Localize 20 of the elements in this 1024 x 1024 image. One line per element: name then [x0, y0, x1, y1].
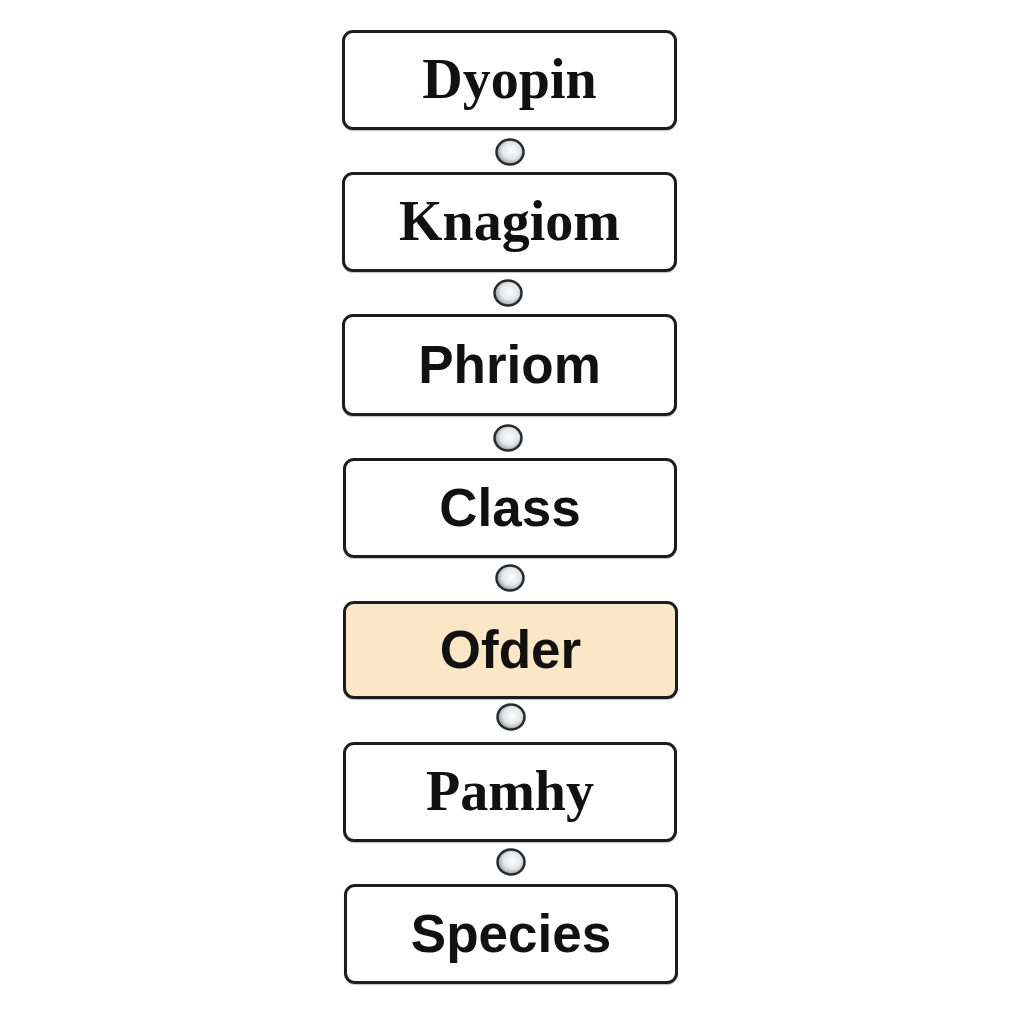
bead-icon [496, 848, 526, 876]
rank-box [342, 172, 677, 272]
rank-label: Species [410, 904, 612, 964]
bead-icon [495, 138, 525, 166]
bead-icon [495, 564, 525, 592]
rank-box [343, 742, 677, 842]
rank-label: Knagiom [399, 191, 620, 253]
bead-icon [493, 424, 523, 452]
rank-box [344, 884, 678, 984]
rank-label: Pamhy [426, 761, 594, 823]
rank-label: Ofder [439, 620, 582, 680]
rank-box [342, 314, 677, 416]
rank-label: Phriom [418, 335, 601, 395]
bead-icon [496, 703, 526, 731]
bead-icon [493, 279, 523, 307]
highlighted-rank-box [343, 601, 678, 699]
rank-box [343, 458, 677, 558]
rank-label: Class [439, 478, 581, 538]
rank-label: Dyopin [422, 49, 597, 111]
rank-box [342, 30, 677, 130]
